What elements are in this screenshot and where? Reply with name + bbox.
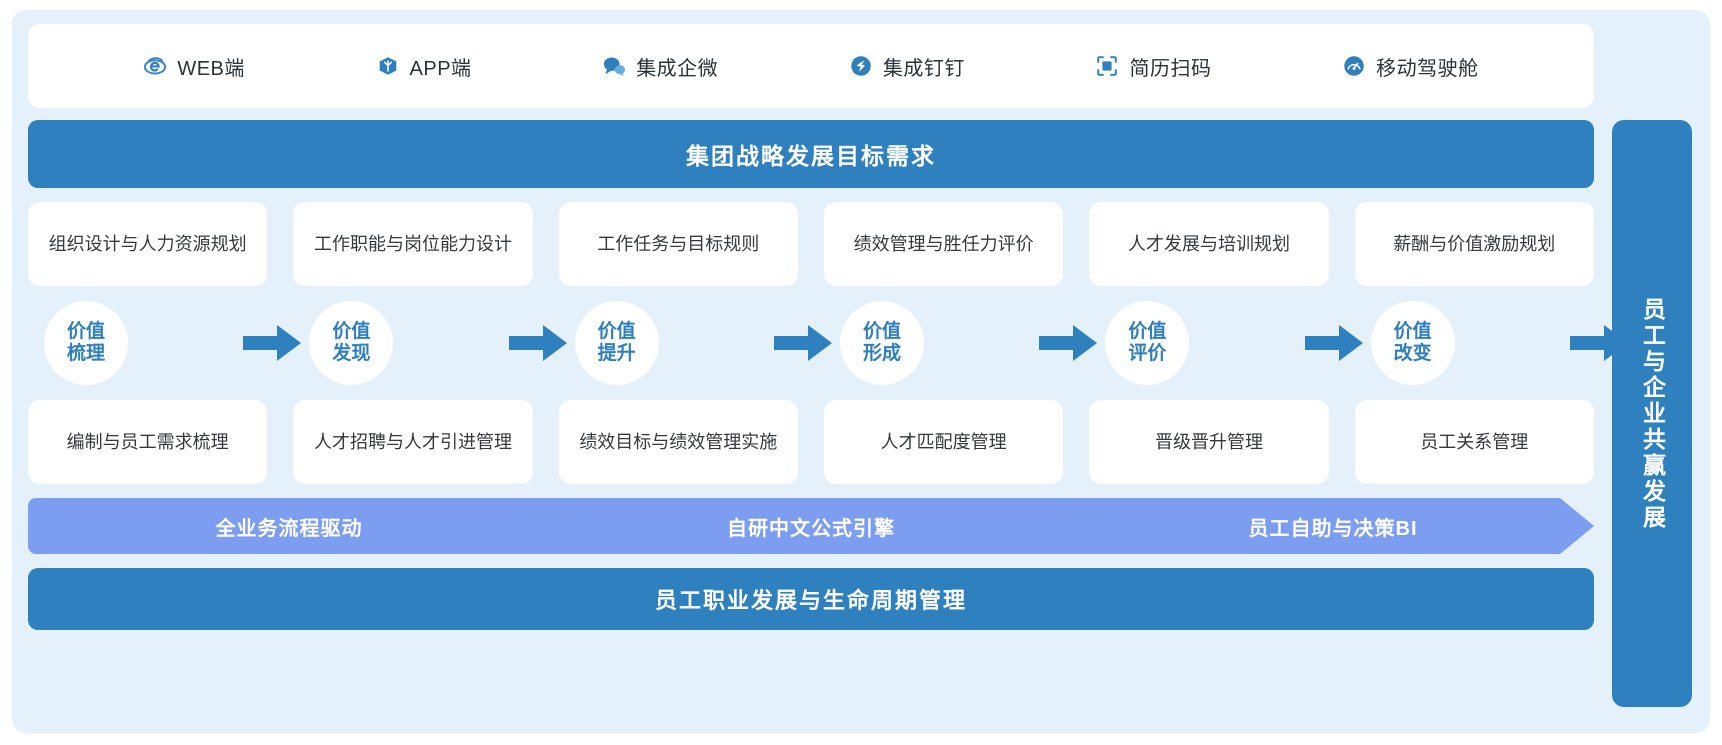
ribbon-segment: 员工自助与决策BI bbox=[1248, 517, 1418, 540]
channel-item-resume-scan[interactable]: 简历扫码 bbox=[1095, 52, 1211, 81]
value-step-line2: 发现 bbox=[332, 343, 371, 364]
value-step-row: 价值 梳理 价值 发现 bbox=[28, 300, 1628, 386]
top-card[interactable]: 绩效管理与胜任力评价 bbox=[823, 202, 1064, 286]
mobile-dashboard-icon bbox=[1342, 54, 1366, 78]
outcome-sidebar-label: 员工与企业共赢发展 bbox=[1639, 296, 1666, 531]
value-step-line1: 价值 bbox=[66, 320, 105, 342]
top-card[interactable]: 工作任务与目标规则 bbox=[558, 202, 798, 286]
top-card[interactable]: 工作职能与岗位能力设计 bbox=[293, 202, 533, 286]
resume-scan-icon bbox=[1095, 54, 1119, 78]
value-step-circle[interactable]: 价值 形成 bbox=[839, 301, 924, 385]
value-step-cell: 价值 提升 bbox=[559, 300, 832, 386]
ribbon-segment: 自研中文公式引擎 bbox=[727, 517, 895, 540]
ribbon-segment: 全业务流程驱动 bbox=[215, 517, 363, 540]
outcome-sidebar: 员工与企业共赢发展 bbox=[1612, 120, 1692, 707]
channel-item-wecom[interactable]: 集成企微 bbox=[602, 52, 718, 81]
value-step-line1: 价值 bbox=[862, 320, 901, 342]
diagram-canvas: WEB端 APP端 bbox=[12, 10, 1710, 733]
channel-item-mobile-dashboard[interactable]: 移动驾驶舱 bbox=[1342, 52, 1479, 81]
main-column: WEB端 APP端 bbox=[28, 24, 1628, 717]
driver-ribbon-shape: 全业务流程驱动 自研中文公式引擎 员工自助与决策BI bbox=[28, 498, 1594, 554]
flow-arrow-icon bbox=[773, 325, 832, 361]
bottom-card[interactable]: 晋级晋升管理 bbox=[1089, 400, 1329, 484]
bottom-card[interactable]: 员工关系管理 bbox=[1354, 400, 1594, 484]
flow-arrow-icon bbox=[508, 325, 567, 361]
channel-item-app[interactable]: APP端 bbox=[376, 52, 472, 81]
value-step-line2: 梳理 bbox=[66, 343, 105, 364]
value-step-cell: 价值 评价 bbox=[1089, 300, 1363, 386]
channel-label: 简历扫码 bbox=[1129, 57, 1212, 80]
lifecycle-footer-banner: 员工职业发展与生命周期管理 bbox=[28, 568, 1594, 630]
value-step-line2: 提升 bbox=[597, 343, 636, 364]
channel-label: APP端 bbox=[409, 57, 472, 80]
top-card[interactable]: 薪酬与价值激励规划 bbox=[1354, 202, 1594, 286]
ie-browser-icon bbox=[143, 54, 167, 78]
value-step-circle[interactable]: 价值 发现 bbox=[309, 301, 394, 385]
value-step-circle[interactable]: 价值 提升 bbox=[574, 301, 659, 385]
bottom-card-row: 编制与员工需求梳理 人才招聘与人才引进管理 绩效目标与绩效管理实施 人才匹配度管… bbox=[28, 400, 1594, 484]
bottom-card[interactable]: 绩效目标与绩效管理实施 bbox=[558, 400, 798, 484]
value-step-line2: 形成 bbox=[862, 343, 901, 364]
value-step-circle[interactable]: 价值 改变 bbox=[1370, 301, 1455, 385]
strategy-header-title: 集团战略发展目标需求 bbox=[686, 143, 936, 169]
value-step-circle[interactable]: 价值 评价 bbox=[1105, 301, 1190, 385]
bottom-card[interactable]: 编制与员工需求梳理 bbox=[28, 400, 268, 484]
value-step-cell: 价值 改变 bbox=[1355, 300, 1628, 386]
strategy-header-banner: 集团战略发展目标需求 bbox=[28, 120, 1594, 188]
value-step-circle[interactable]: 价值 梳理 bbox=[44, 301, 128, 385]
channel-item-dingtalk[interactable]: 集成钉钉 bbox=[849, 52, 965, 81]
channel-label: 集成企微 bbox=[636, 57, 719, 80]
value-step-cell: 价值 形成 bbox=[824, 300, 1098, 386]
wecom-chat-icon bbox=[602, 54, 626, 78]
channel-label: 移动驾驶舱 bbox=[1376, 57, 1479, 80]
value-step-cell: 价值 梳理 bbox=[28, 300, 302, 386]
driver-ribbon: 全业务流程驱动 自研中文公式引擎 员工自助与决策BI bbox=[28, 498, 1594, 554]
channel-item-web[interactable]: WEB端 bbox=[143, 52, 245, 81]
value-step-line1: 价值 bbox=[1393, 320, 1432, 342]
channel-label: 集成钉钉 bbox=[882, 57, 965, 80]
value-step-line1: 价值 bbox=[1128, 320, 1167, 342]
value-step-line1: 价值 bbox=[332, 320, 371, 342]
bottom-card[interactable]: 人才招聘与人才引进管理 bbox=[293, 400, 533, 484]
flow-arrow-icon bbox=[1304, 325, 1363, 361]
app-cube-icon bbox=[376, 54, 400, 78]
top-card[interactable]: 组织设计与人力资源规划 bbox=[28, 202, 268, 286]
bottom-card[interactable]: 人才匹配度管理 bbox=[823, 400, 1064, 484]
top-card[interactable]: 人才发展与培训规划 bbox=[1089, 202, 1329, 286]
value-step-cell: 价值 发现 bbox=[293, 300, 567, 386]
flow-arrow-icon bbox=[1569, 325, 1628, 361]
channel-bar: WEB端 APP端 bbox=[28, 24, 1594, 108]
value-step-line2: 改变 bbox=[1393, 343, 1432, 364]
lifecycle-footer-title: 员工职业发展与生命周期管理 bbox=[654, 588, 967, 613]
channel-label: WEB端 bbox=[177, 57, 245, 80]
value-step-line1: 价值 bbox=[597, 320, 636, 342]
flow-arrow-icon bbox=[243, 325, 302, 361]
value-step-line2: 评价 bbox=[1128, 343, 1167, 364]
top-card-row: 组织设计与人力资源规划 工作职能与岗位能力设计 工作任务与目标规则 绩效管理与胜… bbox=[28, 202, 1594, 286]
flow-arrow-icon bbox=[1039, 325, 1098, 361]
dingtalk-icon bbox=[849, 54, 873, 78]
